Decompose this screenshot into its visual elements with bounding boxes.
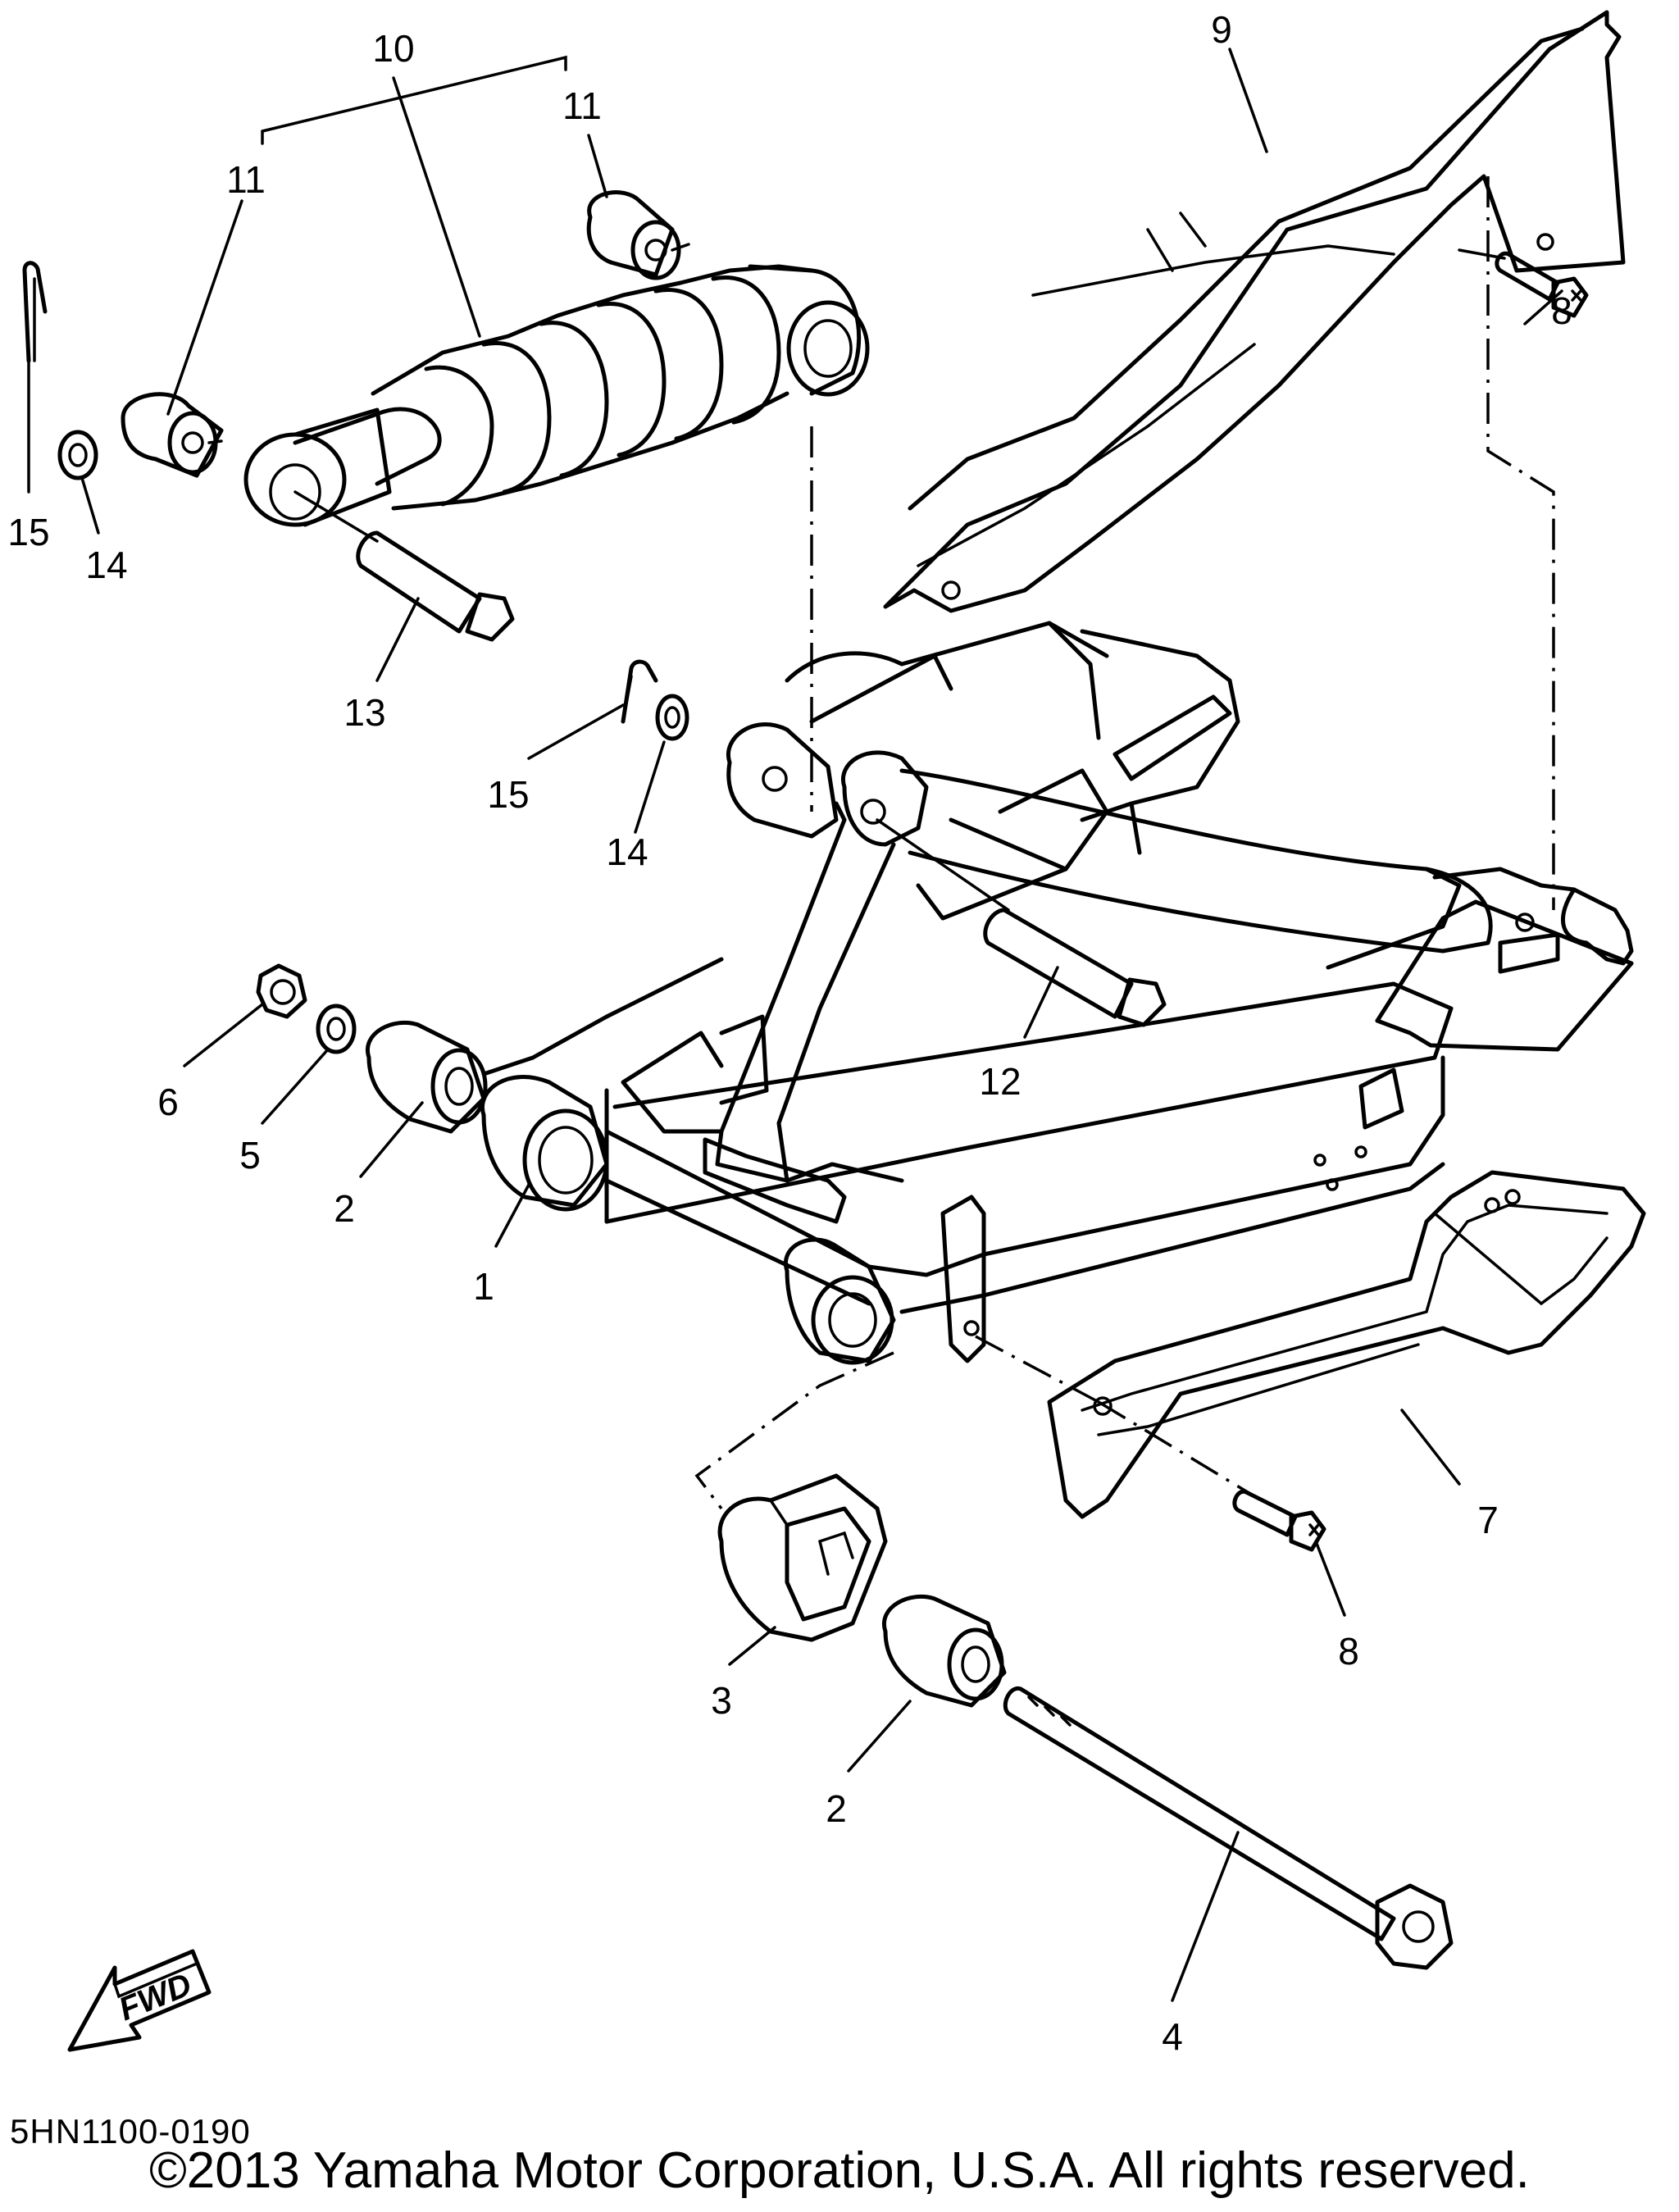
callout-15-left: 15 <box>7 511 49 553</box>
callout-8-upper: 8 <box>1551 289 1572 332</box>
part-14-15-washers-cotter-pins <box>22 261 689 741</box>
part-4-pivot-shaft <box>1003 1686 1454 1970</box>
fwd-label: FWD <box>114 1966 197 2028</box>
callout-9: 9 <box>1211 8 1232 51</box>
part-5-washer <box>316 1004 357 1054</box>
copyright-notice: ©2013 Yamaha Motor Corporation, U.S.A. A… <box>149 2142 1530 2199</box>
callout-14-center: 14 <box>606 831 648 873</box>
part-1-pivot-collar <box>480 1075 609 1212</box>
callout-3: 3 <box>711 1679 732 1722</box>
part-6-nut <box>256 963 307 1019</box>
callout-6: 6 <box>157 1081 179 1123</box>
diagram-code: 5HN1100-0190 <box>10 2112 251 2151</box>
part-12-pivot-bolt <box>876 818 1167 1027</box>
part-8-screw-lower <box>1232 1489 1326 1552</box>
swingarm-body <box>481 621 1634 1314</box>
forward-direction-arrow: FWD <box>67 1949 212 2052</box>
part-11-shock-bushings <box>121 190 690 478</box>
swingarm-pivot-tube <box>783 1195 986 1365</box>
part-7-chain-guard-lower <box>1047 1170 1646 1519</box>
callout-15-center: 15 <box>487 773 529 816</box>
part-13-shock-mount-bolt <box>293 490 515 642</box>
callout-labels: 10 11 11 9 8 15 14 13 15 14 12 6 5 2 1 7… <box>7 8 1572 2058</box>
callout-2-lower: 2 <box>826 1787 847 1830</box>
part-10-rear-shock-absorber <box>243 264 870 527</box>
part-2-pivot-bushing-upper <box>365 1020 488 1134</box>
callout-7: 7 <box>1477 1499 1499 1541</box>
alignment-lines <box>694 176 1555 1510</box>
callout-12: 12 <box>979 1060 1021 1103</box>
callout-1: 1 <box>473 1265 494 1308</box>
callout-11-upper: 11 <box>562 84 602 127</box>
callout-2-upper: 2 <box>334 1187 355 1230</box>
callout-11-left: 11 <box>226 158 266 201</box>
part-8-screw-upper <box>1458 248 1589 318</box>
callout-4: 4 <box>1162 2015 1183 2058</box>
callout-13: 13 <box>344 691 385 734</box>
callout-10: 10 <box>372 27 414 70</box>
callout-5: 5 <box>239 1134 261 1177</box>
callout-8-lower: 8 <box>1338 1630 1359 1673</box>
leader-lines <box>27 48 1563 2002</box>
part-9-chain-case-upper <box>883 10 1626 613</box>
part-3-chain-buffer <box>717 1473 888 1642</box>
part-2-pivot-bushing-lower <box>881 1594 1007 1708</box>
callout-14-left: 14 <box>85 544 127 586</box>
